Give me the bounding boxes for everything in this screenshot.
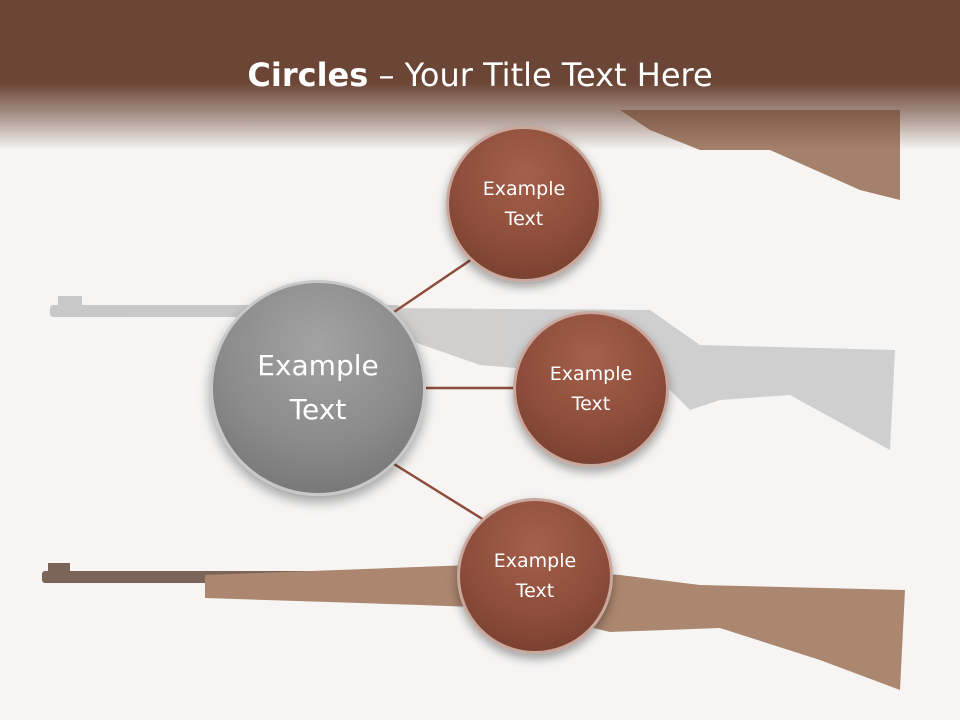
- node-label: Example Text: [549, 363, 633, 415]
- center-circle-label: Example Text: [257, 349, 379, 426]
- connector-line-bottom: [393, 462, 485, 522]
- rifle-bottom-image: [42, 563, 905, 690]
- connector-line-top: [393, 253, 479, 314]
- node-circle-middle: Example Text: [513, 311, 669, 467]
- node-circle-bottom: Example Text: [457, 498, 613, 654]
- node-label: Example Text: [493, 550, 577, 602]
- center-circle: Example Text: [210, 280, 426, 496]
- node-circle-top: Example Text: [446, 126, 602, 282]
- rifle-middle-image: [50, 296, 895, 450]
- connector-lines: [393, 253, 517, 522]
- node-label: Example Text: [482, 178, 566, 230]
- title-rest: – Your Title Text Here: [368, 56, 713, 94]
- title-bold: Circles: [247, 56, 369, 94]
- title-banner: [0, 0, 960, 150]
- slide-title: Circles – Your Title Text Here: [0, 50, 960, 100]
